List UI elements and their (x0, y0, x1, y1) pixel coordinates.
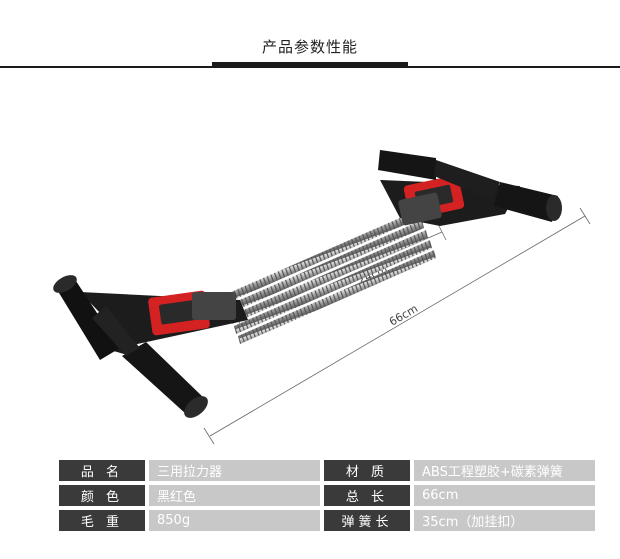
table-row: 品 名 三用拉力器 材 质 ABS工程塑胶+碳素弹簧 (59, 460, 595, 481)
spec-label: 颜 色 (59, 485, 145, 506)
spec-label: 弹簧长 (324, 510, 410, 531)
product-image: 24cm 66cm (53, 150, 591, 445)
table-row: 颜 色 黑红色 总 长 66cm (59, 485, 595, 506)
left-handle (53, 275, 248, 418)
spec-value: 三用拉力器 (149, 460, 320, 481)
section-title: 产品参数性能 (261, 38, 358, 56)
title-underline (212, 62, 408, 66)
spec-value: 850g (149, 510, 320, 531)
spec-label: 材 质 (324, 460, 410, 481)
spec-label: 总 长 (324, 485, 410, 506)
table-row: 毛 重 850g 弹簧长 35cm（加挂扣） (59, 510, 595, 531)
springs (222, 210, 436, 344)
spec-label: 品 名 (59, 460, 145, 481)
spec-value: ABS工程塑胶+碳素弹簧 (414, 460, 595, 481)
right-handle (378, 150, 562, 226)
spec-label: 毛 重 (59, 510, 145, 531)
spec-value: 黑红色 (149, 485, 320, 506)
spec-value: 66cm (414, 485, 595, 506)
spec-value: 35cm（加挂扣） (414, 510, 595, 531)
header-divider (0, 66, 620, 68)
dimension-total-label: 66cm (387, 302, 420, 329)
spec-table: 品 名 三用拉力器 材 质 ABS工程塑胶+碳素弹簧 颜 色 黑红色 总 长 6… (55, 456, 599, 535)
